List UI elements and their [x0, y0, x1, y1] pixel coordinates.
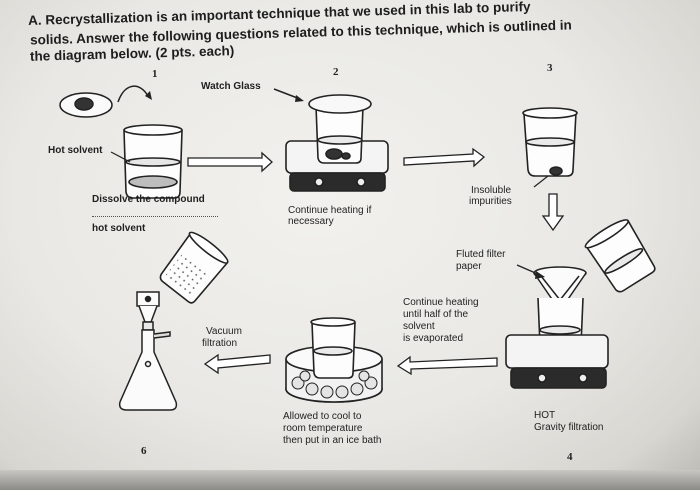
label-evap-3: solvent [403, 321, 435, 332]
label-hot: HOT [534, 410, 556, 421]
dotted-underline [92, 216, 218, 217]
label-dissolve-1: Dissolve the compound [92, 194, 205, 205]
label-fluted-1: Fluted filter [456, 249, 506, 260]
label-continue-heating-2: necessary [288, 216, 334, 227]
label-cool-1: Allowed to cool to [283, 411, 362, 422]
arrow-5-to-6 [203, 353, 271, 375]
label-watch-glass: Watch Glass [201, 81, 261, 92]
label-fluted-2: paper [456, 261, 482, 272]
arrow-2-to-3 [403, 147, 486, 168]
table-surface [0, 470, 700, 490]
curved-arrow [117, 85, 149, 103]
watch-glass [308, 94, 372, 114]
beaker-hot-solvent [123, 124, 183, 199]
beaker-pouring-4 [584, 219, 656, 293]
label-insoluble-1: Insoluble [471, 185, 512, 196]
label-vacuum-2: filtration [202, 338, 238, 349]
label-insoluble-2: impurities [469, 196, 512, 207]
beaker-3 [522, 107, 578, 177]
label-cool-3: then put in an ice bath [283, 435, 382, 446]
arrow-1-to-2 [187, 151, 273, 173]
beaker-5 [310, 317, 356, 379]
step-number-2: 2 [333, 66, 339, 78]
label-cool-2: room temperature [283, 423, 363, 434]
step-number-1: 1 [152, 68, 158, 80]
solid-sample-watch-glass [59, 92, 113, 118]
hotplate-4 [505, 334, 609, 389]
arrow-4-to-5 [396, 355, 498, 376]
label-vacuum-1: Vacuum [206, 326, 242, 337]
label-continue-heating-1: Continue heating if [288, 205, 372, 216]
label-dissolve-2: hot solvent [92, 223, 146, 234]
arrow-3-to-4 [541, 193, 565, 232]
vacuum-flask [118, 291, 178, 411]
label-hot-solvent: Hot solvent [48, 145, 103, 156]
beaker-crystals-6 [159, 231, 229, 304]
label-evap-2: until half of the [403, 309, 469, 320]
step-number-4: 4 [567, 451, 573, 463]
label-evap-1: Continue heating [403, 297, 479, 308]
label-gravity-filtration: Gravity filtration [534, 422, 604, 433]
step-number-3: 3 [547, 62, 553, 74]
beaker-2 [315, 105, 364, 164]
step-number-6: 6 [141, 445, 147, 457]
label-evap-4: is evaporated [403, 333, 464, 344]
